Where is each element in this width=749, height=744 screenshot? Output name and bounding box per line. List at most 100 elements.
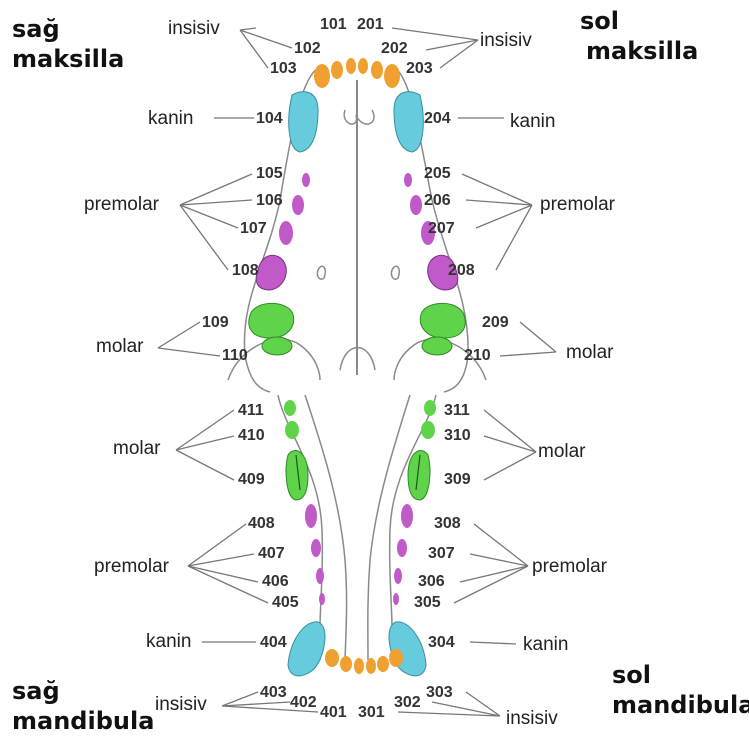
tooth-305-shape: [393, 593, 399, 605]
tooth-number-101: 101: [320, 16, 347, 33]
tooth-number-103: 103: [270, 60, 297, 77]
tooth-205-shape: [404, 173, 412, 187]
tooth-number-209: 209: [482, 314, 509, 331]
tooth-303-shape: [389, 649, 403, 667]
tooth-number-401: 401: [320, 704, 347, 721]
tooth-310-shape: [421, 421, 435, 439]
tooth-number-105: 105: [256, 165, 283, 182]
premolar-label-lower-left: premolar: [532, 556, 608, 577]
premolar-label-upper-left: premolar: [540, 194, 616, 215]
tooth-309-shape: [408, 451, 430, 500]
tooth-number-201: 201: [357, 16, 384, 33]
molar-label-upper-left: molar: [566, 342, 614, 363]
tooth-102-shape: [331, 61, 343, 79]
tooth-203-shape: [384, 64, 400, 88]
tooth-201-shape: [358, 58, 368, 74]
leader-line-11: [188, 524, 268, 603]
incisor-label-lower-right: insisiv: [155, 694, 207, 715]
tooth-109-shape: [249, 303, 294, 338]
tooth-number-304: 304: [428, 634, 455, 651]
tooth-301-shape: [366, 658, 376, 674]
tooth-number-108: 108: [232, 262, 259, 279]
tooth-number-402: 402: [290, 694, 317, 711]
molar-label-lower-right: molar: [113, 438, 161, 459]
incisive-papilla: [344, 110, 374, 124]
canine-label-upper-right: kanin: [148, 108, 193, 129]
canine-label-lower-right: kanin: [146, 631, 191, 652]
tooth-number-110: 110: [222, 347, 248, 364]
leader-line-9: [176, 410, 234, 480]
tooth-number-404: 404: [260, 634, 287, 651]
tooth-number-309: 309: [444, 471, 471, 488]
tooth-number-406: 406: [262, 573, 289, 590]
tooth-number-307: 307: [428, 545, 455, 562]
molar-label-lower-left: molar: [538, 441, 586, 462]
lower-jaw-outline-right: [278, 395, 322, 660]
tooth-402-shape: [340, 656, 352, 672]
tooth-210-shape: [422, 337, 452, 355]
tooth-409-shape: [286, 451, 308, 500]
tooth-108-shape: [256, 255, 286, 290]
tooth-number-408: 408: [248, 515, 275, 532]
tooth-number-410: 410: [238, 427, 265, 444]
lower-inner-line-left: [368, 395, 410, 660]
premolar-label-lower-right: premolar: [94, 556, 170, 577]
canine-label-lower-left: kanin: [523, 634, 568, 655]
tooth-307-shape: [397, 539, 407, 557]
tooth-number-407: 407: [258, 545, 285, 562]
tooth-number-204: 204: [424, 110, 451, 127]
tooth-204-shape: [394, 92, 423, 152]
tooth-202-shape: [371, 61, 383, 79]
tooth-number-302: 302: [394, 694, 421, 711]
incisor-label-upper-left: insisiv: [480, 30, 532, 51]
tooth-308-shape: [401, 504, 413, 528]
incisor-label-lower-left: insisiv: [506, 708, 558, 729]
tooth-number-107: 107: [240, 220, 267, 237]
leader-line-12: [454, 524, 528, 603]
tooth-306-shape: [394, 568, 402, 584]
tooth-number-202: 202: [381, 40, 408, 57]
tooth-number-205: 205: [424, 165, 451, 182]
tooth-number-411: 411: [238, 402, 264, 419]
premolar-label-upper-right: premolar: [84, 194, 160, 215]
tooth-302-shape: [377, 656, 389, 672]
tooth-107-shape: [279, 221, 293, 245]
tooth-410-shape: [285, 421, 299, 439]
tooth-number-104: 104: [256, 110, 283, 127]
tooth-number-308: 308: [434, 515, 461, 532]
tooth-206-shape: [410, 195, 422, 215]
tooth-106-shape: [292, 195, 304, 215]
tooth-401-shape: [354, 658, 364, 674]
leader-line-10: [484, 410, 536, 480]
tooth-404-shape: [288, 622, 325, 676]
tooth-411-shape: [284, 400, 296, 416]
tooth-408-shape: [305, 504, 317, 528]
incisor-label-upper-right: insisiv: [168, 18, 220, 39]
tooth-209-shape: [420, 303, 465, 338]
tooth-407-shape: [311, 539, 321, 557]
tooth-105-shape: [302, 173, 310, 187]
palatal-foramen-right: [317, 266, 325, 279]
tooth-304-shape: [389, 622, 426, 676]
tooth-number-305: 305: [414, 594, 441, 611]
tooth-number-109: 109: [202, 314, 229, 331]
tooth-number-210: 210: [464, 347, 491, 364]
leader-line-6: [462, 174, 532, 270]
tooth-number-203: 203: [406, 60, 433, 77]
tooth-number-207: 207: [428, 220, 455, 237]
tooth-number-409: 409: [238, 471, 265, 488]
jaw-outlines: [228, 68, 486, 660]
tooth-101-shape: [346, 58, 356, 74]
tooth-311-shape: [424, 400, 436, 416]
tooth-number-303: 303: [426, 684, 453, 701]
tooth-406-shape: [316, 568, 324, 584]
tooth-number-403: 403: [260, 684, 287, 701]
leader-line-14: [470, 642, 516, 644]
tooth-number-306: 306: [418, 573, 445, 590]
tooth-number-102: 102: [294, 40, 321, 57]
palatal-foramen-left: [391, 266, 399, 279]
tooth-403-shape: [325, 649, 339, 667]
tooth-number-206: 206: [424, 192, 451, 209]
